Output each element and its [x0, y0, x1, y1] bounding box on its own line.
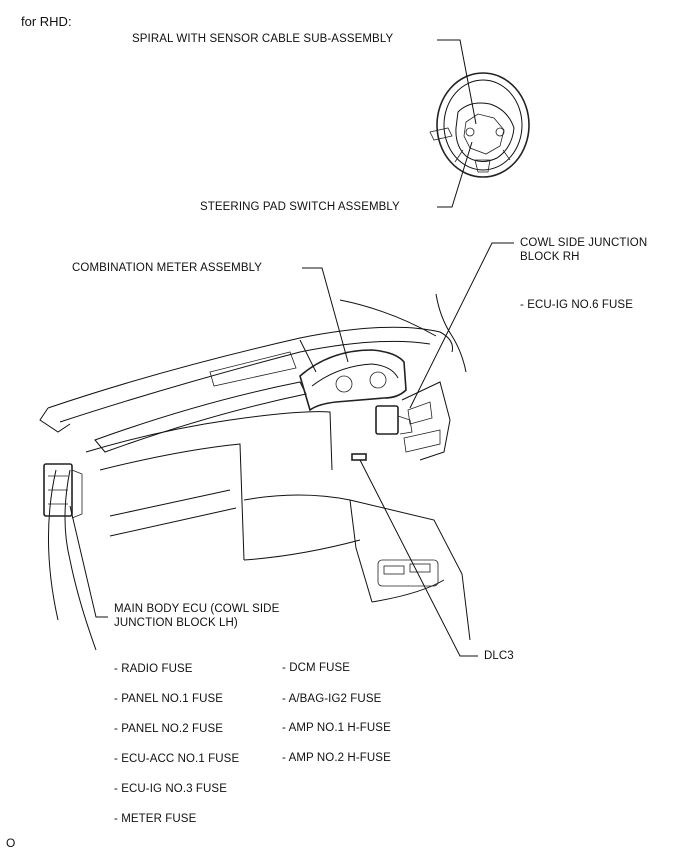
label-main-body-ecu-line2: JUNCTION BLOCK LH): [114, 617, 238, 629]
label-combination-meter: COMBINATION METER ASSEMBLY: [72, 262, 263, 274]
fuse-item-cowl-rh: - ECU-IG NO.6 FUSE: [520, 299, 633, 311]
fuse-item: - PANEL NO.2 FUSE: [114, 723, 224, 735]
fuse-item: - RADIO FUSE: [114, 663, 193, 675]
fuse-item: - AMP NO.1 H-FUSE: [282, 722, 391, 734]
label-cowl-side-junction-rh-line1: COWL SIDE JUNCTION: [520, 237, 648, 249]
fuse-item: - ECU-IG NO.3 FUSE: [114, 783, 227, 795]
label-steering-pad-switch: STEERING PAD SWITCH ASSEMBLY: [200, 201, 400, 213]
fuse-item: - METER FUSE: [114, 813, 197, 825]
dashboard-drawing: [39, 293, 471, 651]
fuse-item: - A/BAG-IG2 FUSE: [282, 693, 382, 705]
fuse-item: - PANEL NO.1 FUSE: [114, 693, 224, 705]
fuse-item: - AMP NO.2 H-FUSE: [282, 752, 391, 764]
footer-mark: O: [6, 836, 16, 850]
label-main-body-ecu-line1: MAIN BODY ECU (COWL SIDE: [114, 603, 280, 615]
label-spiral-cable: SPIRAL WITH SENSOR CABLE SUB-ASSEMBLY: [132, 33, 394, 45]
fuse-item: - ECU-ACC NO.1 FUSE: [114, 753, 240, 765]
leader-lines: [69, 39, 514, 657]
label-dlc3: DLC3: [484, 650, 514, 662]
fuse-item: - DCM FUSE: [282, 662, 351, 674]
label-cowl-side-junction-rh-line2: BLOCK RH: [520, 251, 580, 263]
page-title: for RHD:: [21, 14, 72, 29]
steering-wheel-drawing: [429, 72, 530, 178]
